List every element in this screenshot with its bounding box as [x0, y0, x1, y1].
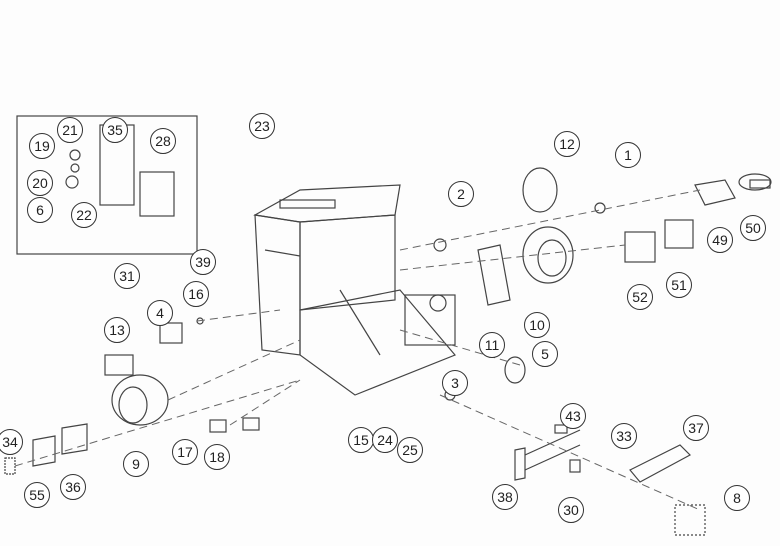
callout-50: 50 [740, 215, 766, 241]
callout-17: 17 [172, 439, 198, 465]
bracket-37 [629, 444, 691, 483]
callout-36: 36 [60, 474, 86, 500]
collar-50 [738, 173, 772, 191]
callout-38: 38 [492, 484, 518, 510]
callout-37: 37 [683, 415, 709, 441]
callout-9: 9 [123, 451, 149, 477]
callout-22: 22 [71, 202, 97, 228]
callout-15: 15 [348, 427, 374, 453]
assembly-lines [14, 189, 701, 511]
callout-55: 55 [24, 482, 50, 508]
callout-24: 24 [372, 427, 398, 453]
fan-10 [522, 226, 574, 284]
blower-part [104, 354, 169, 426]
gasket-52 [624, 231, 656, 263]
flange-49 [694, 179, 736, 206]
gasket-13 [159, 322, 183, 344]
main-housing [253, 184, 456, 396]
callout-30: 30 [558, 497, 584, 523]
callout-35: 35 [102, 117, 128, 143]
callout-34: 34 [0, 429, 23, 455]
gasket-11 [477, 244, 511, 306]
callout-33: 33 [611, 423, 637, 449]
ring-12 [522, 167, 558, 213]
callout-52: 52 [627, 284, 653, 310]
plate-55 [32, 435, 56, 467]
callout-51: 51 [666, 272, 692, 298]
callout-31: 31 [114, 263, 140, 289]
callout-10: 10 [524, 312, 550, 338]
callout-49: 49 [707, 227, 733, 253]
callout-12: 12 [554, 131, 580, 157]
cover-part [139, 171, 175, 217]
callout-11: 11 [479, 332, 505, 358]
plate-36 [61, 423, 88, 455]
callout-43: 43 [560, 403, 586, 429]
callout-28: 28 [150, 128, 176, 154]
callout-1: 1 [615, 142, 641, 168]
callout-4: 4 [147, 300, 173, 326]
callout-6: 6 [27, 197, 53, 223]
callout-3: 3 [442, 370, 468, 396]
brush-8 [674, 504, 706, 536]
callout-25: 25 [397, 437, 423, 463]
inset-frame [16, 115, 198, 255]
callout-39: 39 [190, 249, 216, 275]
callout-13: 13 [104, 317, 130, 343]
callout-16: 16 [183, 281, 209, 307]
callout-23: 23 [249, 113, 275, 139]
callout-8: 8 [724, 485, 750, 511]
callout-5: 5 [532, 341, 558, 367]
callout-18: 18 [204, 444, 230, 470]
callout-19: 19 [29, 133, 55, 159]
plate-51 [664, 219, 694, 249]
callout-21: 21 [57, 117, 83, 143]
callout-20: 20 [27, 170, 53, 196]
callout-2: 2 [448, 181, 474, 207]
